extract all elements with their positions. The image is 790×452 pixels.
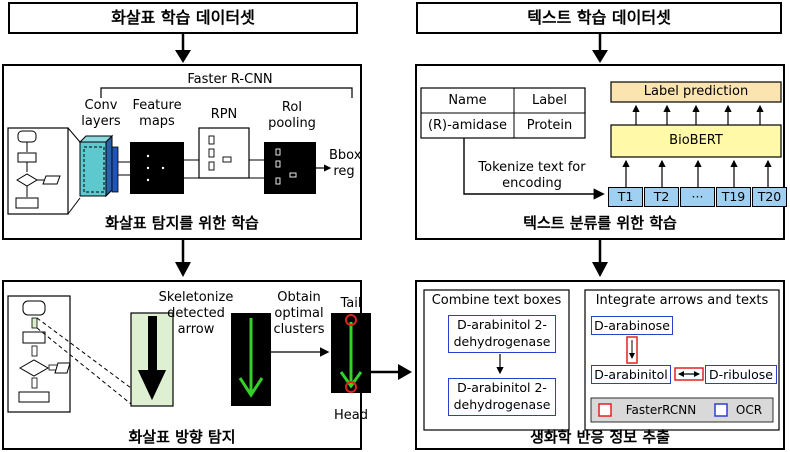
table-cell-label: Protein [526,118,573,133]
token-t19: T19 [716,187,751,207]
token-t20: T20 [752,187,787,207]
label-prediction: Label prediction [643,84,749,99]
caption-arrow-detection: 화살표 탐지를 위한 학습 [105,214,259,232]
caption-text-classification: 텍스트 분류를 위한 학습 [523,214,677,232]
integrate-title: Integrate arrows and texts [595,293,769,308]
flow-arrow-left-top [175,34,191,63]
table-cell-name: (R)-amidase [427,118,508,133]
cluster-label: Obtain optimal clusters [273,290,325,337]
flow-arrow-center [364,364,412,380]
token-ellipsis: ··· [680,187,715,207]
skeletonize-label: Skeletonize detected arrow [158,290,234,337]
model-name-faster-rcnn: Faster R-CNN [187,72,273,87]
tail-label: Tail [340,296,362,311]
tokenize-label: Tokenize text for encoding [478,160,586,191]
table-header-label: Label [531,93,568,108]
entity-arabinose: D-arabinose [591,316,673,335]
caption-arrow-direction: 화살표 방향 탐지 [128,428,236,446]
flow-arrow-left-mid [175,240,191,277]
feature-maps-label: Feature maps [132,98,182,129]
bbox-reg-label: Bbox reg [329,148,362,179]
text-box-merged-top: D-arabinitol 2-dehydrogenase [448,315,556,353]
header-text-dataset: 텍스트 학습 데이터셋 [416,2,782,34]
conv-layers-label: Conv layers [81,98,121,129]
legend-ocr: OCR [735,403,763,417]
token-t2: T2 [644,187,679,207]
combine-text-title: Combine text boxes [431,293,562,308]
roi-pooling-label: RoI pooling [268,100,316,131]
entity-ribulose: D-ribulose [705,365,777,384]
caption-reaction-extraction: 생화학 반응 정보 추출 [530,428,670,446]
flow-arrow-right-mid [592,240,608,277]
token-t1: T1 [608,187,643,207]
header-arrow-dataset: 화살표 학습 데이터셋 [8,2,358,34]
flow-arrow-right-top [592,34,608,63]
rpn-label: RPN [210,107,238,122]
head-label: Head [334,408,368,423]
table-header-name: Name [448,93,487,108]
entity-arabinitol: D-arabinitol [591,365,671,384]
text-box-merged-bottom: D-arabinitol 2-dehydrogenase [448,378,556,416]
biobert-label: BioBERT [669,133,723,148]
legend-faster-rcnn: FasterRCNN [625,403,697,417]
